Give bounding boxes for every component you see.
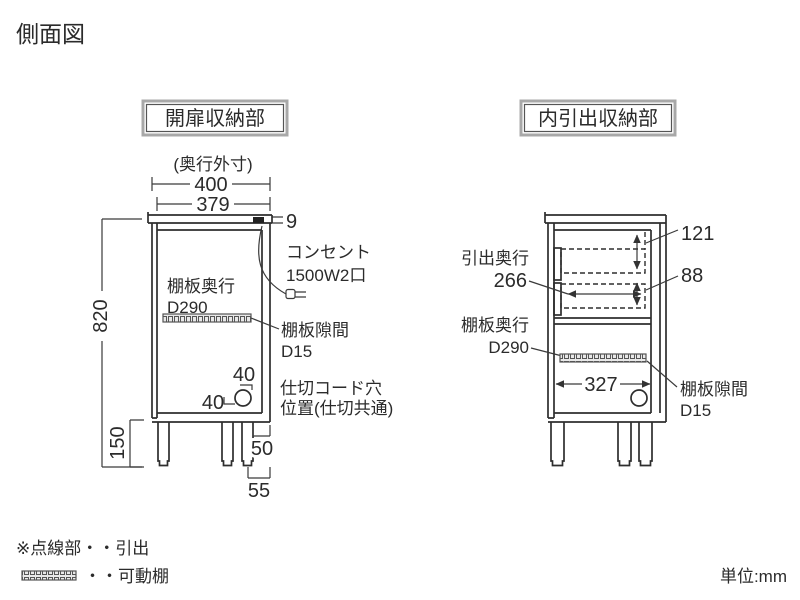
right-shelf-gap-value: D15 [680,401,711,420]
svg-text:55: 55 [248,480,270,502]
movable-shelf-hatch [162,313,252,323]
drawer-depth-label: 引出奥行 [461,249,529,268]
dim-hole-top-40: 40 [230,361,258,390]
power-cord [258,225,287,295]
left-header-label: 開扉収納部 [165,107,265,130]
shelf-gap-leader [250,317,280,330]
drawer-2 [553,282,646,316]
left-shelf-gap-value: D15 [281,342,312,361]
dim-height-820: 820 [87,218,142,468]
svg-text:40: 40 [233,364,255,386]
dim-leg-back-50: 50 [248,425,276,463]
left-header-box: 開扉収納部 [141,99,289,137]
cord-hole-circle [234,389,252,407]
page-title: 側面図 [16,21,85,47]
left-diagram: 開扉収納部 (奥行外寸) 400 379 9 [87,99,393,505]
left-shelf-depth-label: 棚板奥行 [167,277,235,296]
svg-text:400: 400 [194,174,227,196]
cord-hole-note-line2: 位置(仕切共通) [280,399,393,418]
power-plug-icon [285,288,306,300]
movable-shelf-swatch [21,570,77,581]
right-cabinet-outline [544,212,667,423]
svg-text:150: 150 [107,426,129,459]
svg-text:327: 327 [584,374,617,396]
cord-hole-note-line1: 仕切コード穴 [280,379,382,398]
right-header-box: 内引出収納部 [519,99,677,137]
outlet-label-line1: コンセント [286,243,371,262]
dim-outer-depth-400: 400 [151,171,271,199]
left-depth-caption: (奥行外寸) [173,155,252,174]
svg-text:379: 379 [196,194,229,216]
right-diagram: 内引出収納部 [461,99,748,467]
svg-text:820: 820 [90,299,112,332]
unit-label: 単位:mm [720,567,787,586]
svg-text:50: 50 [251,438,273,460]
dim-leg-back-55: 55 [245,467,273,505]
dim-hole-side-40: 40 [199,389,235,417]
legend-dotted-note: ※点線部・・引出 [16,539,149,558]
right-cabinet-legs [550,422,653,467]
dim-121-label: 121 [681,223,714,245]
left-cabinet-outline [147,212,273,423]
svg-text:9: 9 [286,211,297,233]
dim-88-label: 88 [681,265,703,287]
left-cabinet-legs [157,422,254,467]
dim-leg-height-150: 150 [104,419,144,468]
leader-121 [645,229,679,244]
dim-inner-width-327: 327 [555,371,651,399]
movable-shelf-hatch-right [559,353,647,363]
left-shelf-gap-label: 棚板隙間 [281,321,349,340]
shelf-gap-leader-right [646,360,678,388]
leader-266 [528,280,569,295]
dim-inner-depth-379: 379 [156,191,271,219]
legend-shelf-note: ・・可動棚 [84,567,169,586]
back-gap-marker [253,217,264,223]
right-shelf-depth-label: 棚板奥行 [461,316,529,335]
drawer-1 [553,247,646,281]
left-shelf-depth-value: D290 [167,298,208,317]
drawer-depth-value: 266 [494,270,527,292]
right-shelf-depth-value: D290 [488,338,529,357]
legend: ※点線部・・引出 ・・可動棚 [16,539,169,586]
outlet-label-line2: 1500W2口 [286,266,366,285]
right-header-label: 内引出収納部 [538,107,658,130]
cord-hole-circle-right [630,389,648,407]
dim-back-gap-9: 9 [272,208,300,236]
leader-88 [645,275,679,291]
svg-text:40: 40 [202,392,224,414]
right-shelf-gap-label: 棚板隙間 [680,380,748,399]
